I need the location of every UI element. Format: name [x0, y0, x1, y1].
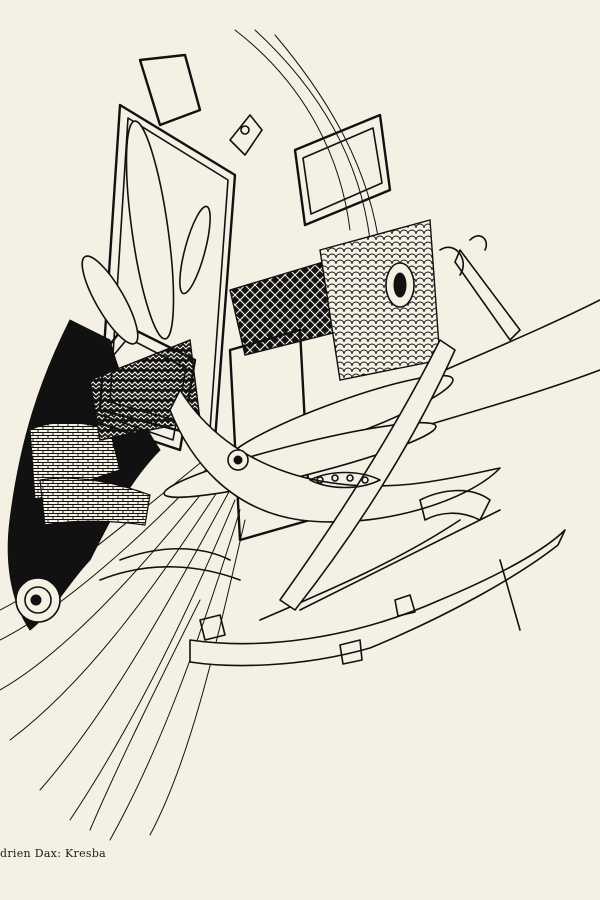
hull [189, 529, 566, 667]
eye-ornament [385, 262, 415, 308]
crescent [169, 389, 501, 523]
artwork-caption: drien Dax: Kresba [0, 847, 107, 860]
spiral [15, 577, 61, 623]
scale-panel [319, 219, 441, 381]
small-details [99, 114, 521, 665]
